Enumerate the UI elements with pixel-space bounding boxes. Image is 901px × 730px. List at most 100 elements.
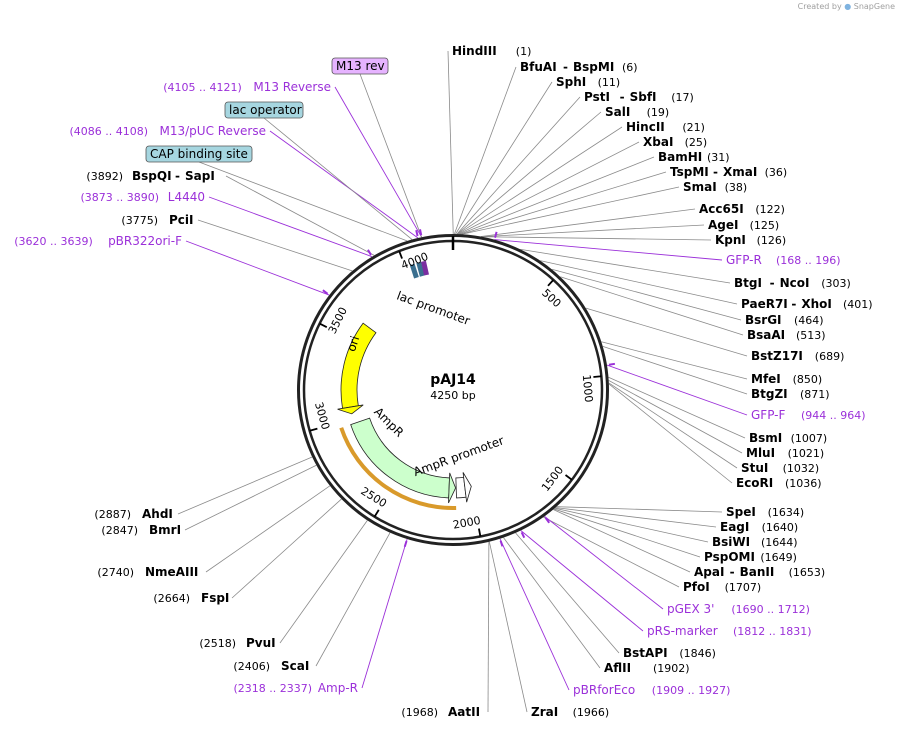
- enzyme-site[interactable]: StuI(1032): [741, 461, 819, 475]
- enzyme-name: PstI: [584, 90, 610, 104]
- primer-site[interactable]: M13/pUC Reverse(4086 .. 4108): [69, 124, 266, 138]
- enzyme-separator: -: [713, 165, 718, 179]
- enzyme-site[interactable]: (2887)AhdI: [94, 507, 172, 521]
- enzyme-position: (19): [647, 106, 670, 119]
- enzyme-site[interactable]: SphI(11): [556, 75, 620, 89]
- primer-name: pGEX 3': [667, 602, 714, 616]
- enzyme-site[interactable]: XbaI(25): [643, 135, 707, 149]
- leader-line: [585, 307, 748, 357]
- enzyme-site[interactable]: SmaI(38): [683, 180, 747, 194]
- enzyme-site[interactable]: EcoRI(1036): [736, 476, 822, 490]
- enzyme-site[interactable]: ZraI(1966): [531, 705, 609, 719]
- enzyme-position: (1007): [791, 432, 828, 445]
- enzyme-position: (1021): [788, 447, 825, 460]
- annotated-feature-box[interactable]: lac operator: [224, 101, 304, 119]
- enzyme-site[interactable]: BstAPI(1846): [623, 646, 716, 660]
- primer-site[interactable]: M13 Reverse(4105 .. 4121): [163, 80, 331, 94]
- feature-box-label: M13 rev: [336, 59, 385, 73]
- enzyme-site[interactable]: MluI(1021): [746, 446, 824, 460]
- enzyme-site[interactable]: BsmI(1007): [749, 431, 827, 445]
- enzyme-site[interactable]: TspMI-XmaI(36): [670, 165, 787, 179]
- enzyme-site[interactable]: PspOMI(1649): [704, 550, 797, 564]
- leader-line: [553, 508, 701, 558]
- enzyme-site[interactable]: BsaAI(513): [747, 328, 826, 342]
- leader-line: [606, 364, 748, 416]
- enzyme-site[interactable]: BsiWI(1644): [712, 535, 798, 549]
- leader-line: [515, 532, 620, 654]
- primer-site[interactable]: L4440(3873 .. 3890): [80, 190, 205, 204]
- enzyme-site[interactable]: BamHI(31): [658, 150, 730, 164]
- enzyme-site[interactable]: BsrGI(464): [745, 313, 824, 327]
- leader-line: [551, 268, 742, 321]
- enzyme-site[interactable]: (2740)NmeAIII: [97, 565, 198, 579]
- leader-line: [269, 130, 419, 239]
- primer-site[interactable]: GFP-R(168 .. 196): [726, 253, 841, 267]
- leader-line: [198, 161, 408, 242]
- enzyme-site[interactable]: BfuAI-BspMI(6): [520, 60, 638, 74]
- primer-site[interactable]: GFP-F(944 .. 964): [751, 408, 866, 422]
- enzyme-site[interactable]: ApaI-BanII(1653): [694, 565, 825, 579]
- enzyme-site[interactable]: (2847)BmrI: [101, 523, 181, 537]
- enzyme-site[interactable]: KpnI(126): [715, 233, 786, 247]
- enzyme-site[interactable]: (3892)BspQI-SapI: [86, 169, 214, 183]
- enzyme-site[interactable]: HincII(21): [626, 120, 705, 134]
- enzyme-name: EcoRI: [736, 476, 773, 490]
- tick-label: 1000: [580, 374, 596, 403]
- primer-range: (1909 .. 1927): [652, 684, 731, 697]
- enzyme-name-secondary: NcoI: [780, 276, 810, 290]
- feature-box-background: [331, 57, 389, 75]
- enzyme-name: SphI: [556, 75, 586, 89]
- enzyme-name: SalI: [605, 105, 630, 119]
- leader-line: [177, 456, 313, 515]
- plasmid-length: 4250 bp: [430, 389, 475, 402]
- primer-site[interactable]: pBRforEco(1909 .. 1927): [573, 683, 730, 697]
- leader-line: [461, 171, 667, 235]
- primer-site[interactable]: Amp-R(2318 .. 2337): [233, 681, 358, 695]
- enzyme-site[interactable]: BstZ17I(689): [751, 349, 844, 363]
- enzyme-site[interactable]: BtgI-NcoI(303): [734, 276, 851, 290]
- enzyme-position: (1634): [768, 506, 805, 519]
- enzyme-site[interactable]: SpeI(1634): [726, 505, 804, 519]
- annotated-feature-box[interactable]: CAP binding site: [145, 145, 253, 163]
- leader-line: [608, 376, 746, 439]
- enzyme-site[interactable]: HindIII(1): [452, 44, 531, 58]
- tick-mark: [478, 528, 482, 537]
- enzyme-site[interactable]: PfoI(1707): [683, 580, 761, 594]
- enzyme-name: PfoI: [683, 580, 710, 594]
- primer-site[interactable]: pBR322ori-F(3620 .. 3639): [14, 234, 182, 248]
- enzyme-site[interactable]: (2664)FspI: [153, 591, 229, 605]
- primer-site[interactable]: pGEX 3'(1690 .. 1712): [667, 602, 810, 616]
- primer-range: (168 .. 196): [776, 254, 841, 267]
- enzyme-site[interactable]: (2406)ScaI: [233, 659, 309, 673]
- enzyme-site[interactable]: PaeR7I-XhoI(401): [741, 297, 873, 311]
- primer-marker: [403, 540, 408, 548]
- enzyme-name: BspQI: [132, 169, 172, 183]
- enzyme-site[interactable]: SalI (19): [605, 105, 669, 119]
- enzyme-name: Acc65I: [699, 202, 744, 216]
- leader-line: [205, 485, 331, 573]
- tick-mark: [593, 375, 602, 378]
- enzyme-name: ZraI: [531, 705, 558, 719]
- leader-line: [540, 260, 738, 305]
- feature-ampr-body: [350, 417, 450, 499]
- enzyme-site[interactable]: Acc65I(122): [699, 202, 785, 216]
- leader-line: [461, 186, 680, 235]
- enzyme-name: AgeI: [708, 218, 738, 232]
- enzyme-separator: -: [770, 276, 775, 290]
- primer-range: (4086 .. 4108): [69, 125, 148, 138]
- primer-site[interactable]: pRS-marker(1812 .. 1831): [647, 624, 812, 638]
- enzyme-site[interactable]: BtgZI(871): [751, 387, 830, 401]
- enzyme-site[interactable]: PstI-SbfI(17): [584, 90, 694, 104]
- enzyme-position: (2518): [199, 637, 236, 650]
- enzyme-site[interactable]: (3775)PciI: [121, 213, 193, 227]
- enzyme-site[interactable]: EagI(1640): [720, 520, 798, 534]
- enzyme-site[interactable]: (2518)PvuI: [199, 636, 275, 650]
- enzyme-site[interactable]: MfeI(850): [751, 372, 822, 386]
- enzyme-position: (3775): [121, 214, 158, 227]
- enzyme-site[interactable]: AgeI(125): [708, 218, 779, 232]
- enzyme-site[interactable]: (1968)AatII: [401, 705, 480, 719]
- enzyme-name: BsaAI: [747, 328, 785, 342]
- enzyme-site[interactable]: AflII(1902): [604, 661, 690, 675]
- annotated-feature-box[interactable]: M13 rev: [331, 57, 389, 75]
- enzyme-position: (871): [800, 388, 830, 401]
